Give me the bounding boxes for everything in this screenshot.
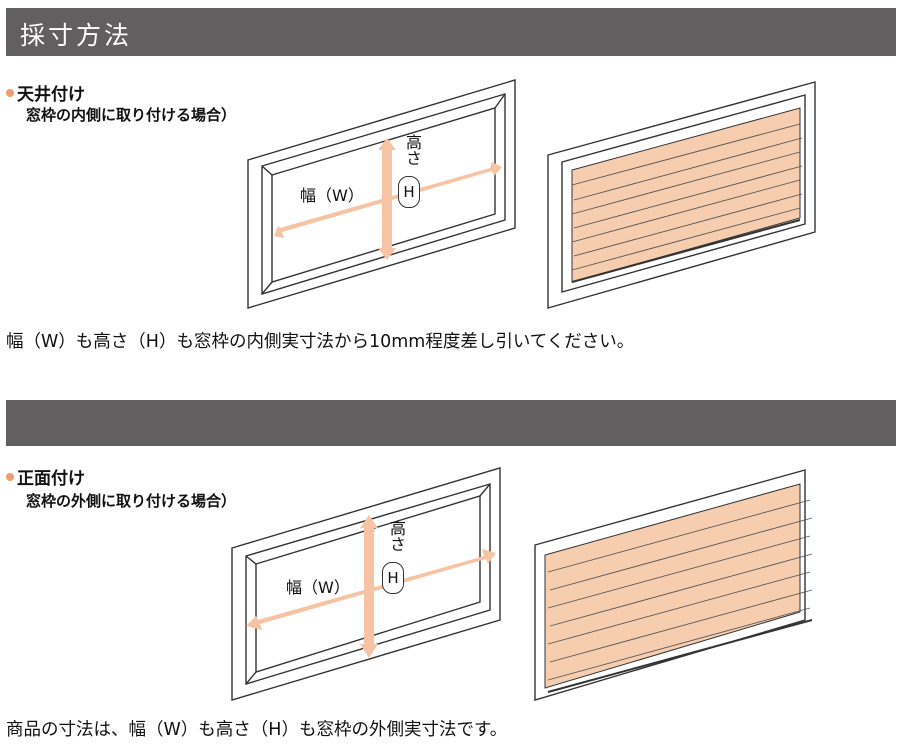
section-header-bar: 採寸方法 <box>6 8 896 56</box>
height-label-2: 高さ <box>387 520 406 552</box>
section1-note: 窓枠の内側に取り付ける場合） <box>26 106 237 124</box>
height-label: 高さ <box>403 134 422 166</box>
width-label: 幅（W） <box>300 186 364 205</box>
bullet-dot-icon <box>6 473 14 481</box>
window-frame-diagram-outside <box>231 467 501 701</box>
height-label-h: H <box>398 176 420 208</box>
blind-diagram-inside <box>547 81 816 309</box>
height-label-h-2: H <box>382 562 404 594</box>
width-label-2: 幅（W） <box>286 578 350 597</box>
section2-description: 商品の寸法は、幅（W）も高さ（H）も窓枠の外側実寸法です。 <box>6 720 508 740</box>
section1-heading: 天井付け <box>6 80 85 105</box>
section2-heading: 正面付け <box>6 464 85 489</box>
bullet-dot-icon <box>6 89 14 97</box>
section2-note: 窓枠の外側に取り付ける場合） <box>26 492 237 510</box>
blind-diagram-outside <box>534 469 813 701</box>
section1-description: 幅（W）も高さ（H）も窓枠の内側実寸法から10mm程度差し引いてください。 <box>6 332 635 352</box>
measure-arrows-outside <box>246 515 496 658</box>
section-header-bar-2 <box>6 400 896 446</box>
window-frame-diagram-inside <box>247 79 516 309</box>
page-title: 採寸方法 <box>20 21 133 50</box>
